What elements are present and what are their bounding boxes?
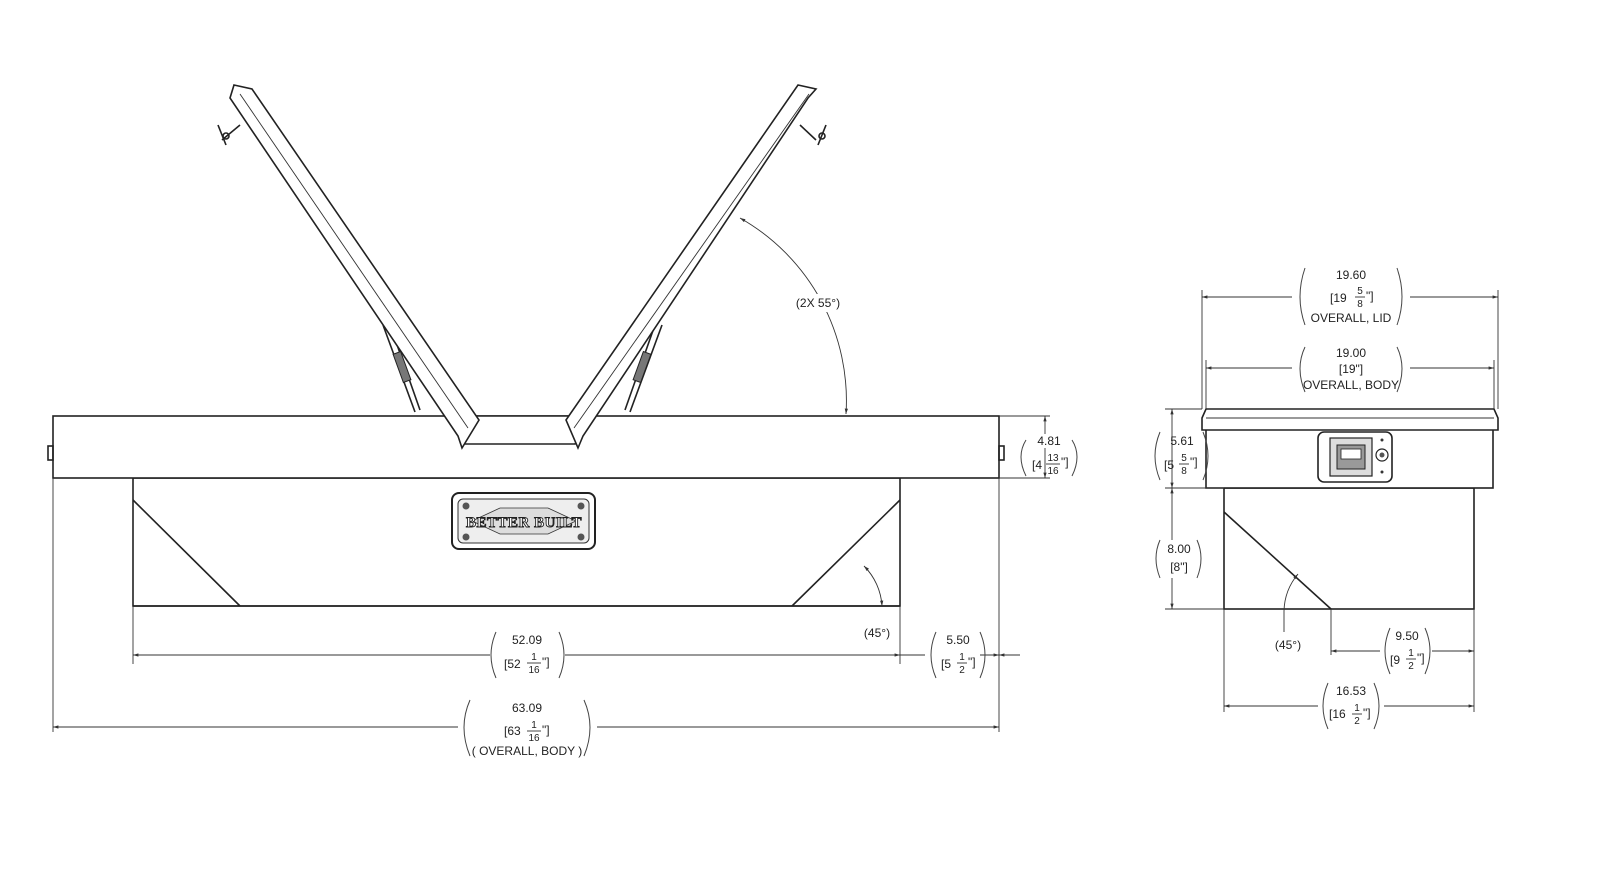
side-overall-lid-den: 8 [1357, 299, 1363, 310]
front-end-offset-whole: 5 [944, 657, 951, 671]
side-lid-height-den: 8 [1181, 466, 1187, 477]
side-chamfer-angle-label: 45° [1279, 638, 1297, 652]
side-lid-height-unit: " [1190, 455, 1194, 469]
svg-text:[9: [9 [1390, 653, 1400, 667]
side-overall-lid-note: OVERALL, LID [1311, 311, 1392, 325]
side-overall-lid-num: 5 [1357, 286, 1363, 297]
side-step-width-whole: 9 [1393, 653, 1400, 667]
side-chamfer-angle-dimension: (45°) [1275, 573, 1301, 652]
svg-text:(45°): (45°) [864, 626, 890, 640]
side-step-width-decimal: 9.50 [1395, 629, 1419, 643]
svg-text:"]: "] [542, 655, 550, 669]
side-overall-lid-unit: " [1366, 289, 1370, 303]
side-bottom-width-num: 1 [1354, 703, 1360, 714]
front-end-offset-num: 1 [959, 652, 965, 663]
lid-angle-dimension: (2X 55°) [739, 217, 848, 415]
side-overall-lid-whole: 19 [1333, 291, 1347, 305]
side-overall-lid-decimal: 19.60 [1336, 268, 1366, 282]
front-bottom-width-num: 1 [531, 652, 537, 663]
front-bottom-width-whole: 52 [507, 657, 521, 671]
front-end-offset-dimension: 5.50 [5 1 2 "] [900, 631, 1020, 679]
front-overall-body-num: 1 [531, 720, 537, 731]
svg-text:(45°): (45°) [1275, 638, 1301, 652]
front-overall-body-dimension: 63.09 [63 1 16 "] ( OVERALL, BODY ) [53, 699, 999, 758]
front-lid-height-whole: 4 [1035, 458, 1042, 472]
gas-strut-right [624, 321, 663, 413]
front-view: BETTER BUILT (2X 55°) 4.81 [4 13 16 [47, 84, 1078, 758]
svg-text:[5: [5 [1164, 458, 1174, 472]
side-bottom-width-den: 2 [1354, 716, 1360, 727]
lid-angle-label: 2X 55° [800, 296, 836, 310]
side-view: 19.60 [19 5 8 "] OVERALL, LID 19.00 [19"… [1154, 267, 1499, 730]
svg-text:"]: "] [1190, 455, 1198, 469]
side-lid-height-dimension: 5.61 [5 5 8 "] [1154, 409, 1209, 488]
front-lid-height-unit: " [1061, 455, 1065, 469]
brand-logo-plate: BETTER BUILT [451, 492, 596, 550]
svg-text:"]: "] [968, 655, 976, 669]
svg-text:[4: [4 [1032, 458, 1042, 472]
front-lid-height-dimension: 4.81 [4 13 16 "] [1020, 416, 1078, 478]
svg-text:[5: [5 [941, 657, 951, 671]
svg-text:"]: "] [1417, 651, 1425, 665]
side-lid-height-whole: 5 [1167, 458, 1174, 472]
front-overall-body-note: ( OVERALL, BODY ) [472, 744, 582, 758]
side-body-height-fraction: 8" [1174, 560, 1185, 574]
front-bottom-width-unit: " [542, 655, 546, 669]
front-end-offset-den: 2 [959, 665, 965, 676]
front-lid-height-decimal: 4.81 [1037, 434, 1061, 448]
side-bottom-width-whole: 16 [1332, 707, 1346, 721]
front-end-offset-decimal: 5.50 [946, 633, 970, 647]
svg-text:"]: "] [1061, 455, 1069, 469]
svg-text:"]: "] [1366, 289, 1374, 303]
front-overall-body-whole: 63 [507, 724, 521, 738]
lid-left [217, 84, 480, 450]
side-lid-height-decimal: 5.61 [1170, 434, 1194, 448]
side-body-height-decimal: 8.00 [1167, 542, 1191, 556]
side-overall-body-note: OVERALL, BODY [1303, 378, 1399, 392]
side-overall-body-decimal: 19.00 [1336, 346, 1366, 360]
brand-logo-text: BETTER BUILT [466, 515, 582, 531]
side-overall-body-fraction: 19" [1342, 362, 1360, 376]
front-bottom-width-decimal: 52.09 [512, 633, 542, 647]
svg-text:[16: [16 [1329, 707, 1346, 721]
svg-text:[52: [52 [504, 657, 521, 671]
svg-text:"]: "] [542, 723, 550, 737]
front-end-offset-unit: " [968, 655, 972, 669]
front-bottom-width-dimension: 52.09 [52 1 16 "] [133, 631, 900, 679]
side-body-height-dimension: 8.00 [8"] [1155, 488, 1202, 609]
front-lid-height-den: 16 [1047, 466, 1059, 477]
side-latch [1317, 431, 1393, 483]
front-bottom-width-den: 16 [528, 665, 540, 676]
svg-text:(2X 55°): (2X 55°) [796, 296, 840, 310]
side-bottom-width-decimal: 16.53 [1336, 684, 1366, 698]
svg-text:[8"]: [8"] [1170, 560, 1188, 574]
front-overall-body-unit: " [542, 723, 546, 737]
front-chamfer-angle-dimension: (45°) [863, 565, 890, 640]
front-overall-body-den: 16 [528, 733, 540, 744]
side-bottom-width-dimension: 16.53 [16 1 2 "] [1223, 682, 1475, 730]
side-step-width-num: 1 [1408, 648, 1414, 659]
side-bottom-width-unit: " [1363, 706, 1367, 720]
front-overall-body-decimal: 63.09 [512, 701, 542, 715]
svg-text:[63: [63 [504, 724, 521, 738]
side-overall-lid-dimension: 19.60 [19 5 8 "] OVERALL, LID [1201, 267, 1499, 326]
side-body [1223, 487, 1475, 610]
front-chamfer-angle-label: 45° [868, 626, 886, 640]
svg-text:"]: "] [1363, 706, 1371, 720]
svg-text:[19"]: [19"] [1339, 362, 1363, 376]
side-step-width-den: 2 [1408, 661, 1414, 672]
lid-right [565, 84, 827, 451]
front-lid-rail [47, 415, 1005, 479]
side-overall-body-dimension: 19.00 [19"] OVERALL, BODY [1205, 346, 1495, 393]
side-step-width-dimension: 9.50 [9 1 2 "] [1330, 627, 1475, 675]
side-lid-height-num: 5 [1181, 453, 1187, 464]
side-step-width-unit: " [1417, 651, 1421, 665]
svg-text:[19: [19 [1330, 291, 1347, 305]
front-lid-height-num: 13 [1047, 453, 1059, 464]
